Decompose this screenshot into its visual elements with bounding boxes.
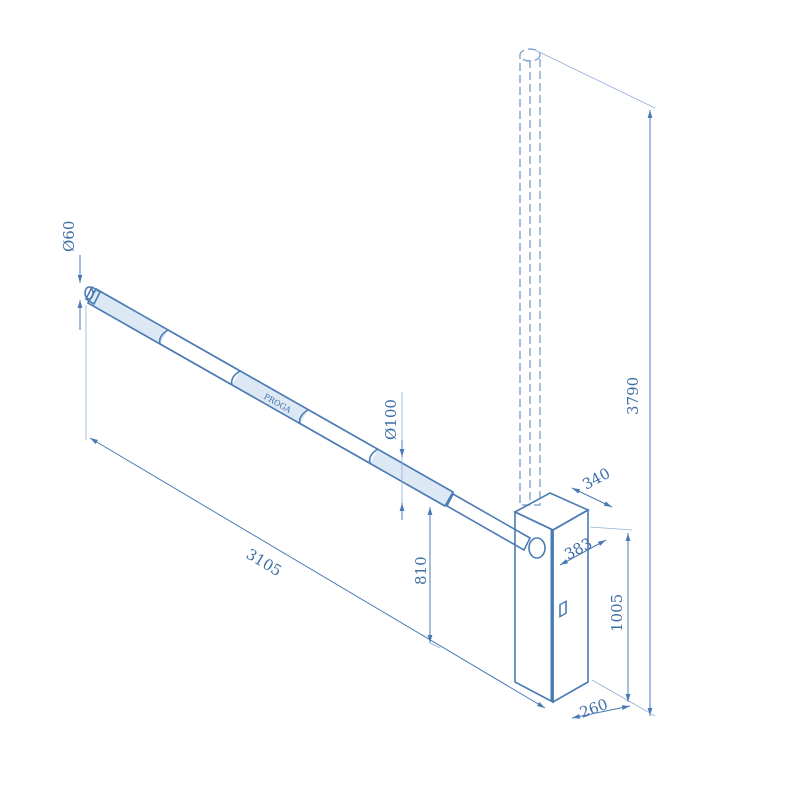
- dimension-lines: [77, 49, 656, 719]
- dim-raised-height: 3790: [624, 377, 642, 415]
- barrier-arm: PROGA: [84, 285, 546, 559]
- raised-arm-outline: [519, 48, 541, 506]
- dim-cabinet-depth: 383: [561, 534, 595, 563]
- dim-cabinet-height: 1005: [608, 594, 626, 632]
- dim-arm-height: 810: [412, 556, 430, 585]
- dim-tip-diameter: Ø60: [60, 221, 78, 252]
- dim-cabinet-width: 340: [579, 464, 613, 493]
- dim-base-width: 260: [577, 695, 610, 722]
- dim-arm-diameter: Ø100: [382, 399, 400, 440]
- barrier-cabinet: [513, 492, 590, 704]
